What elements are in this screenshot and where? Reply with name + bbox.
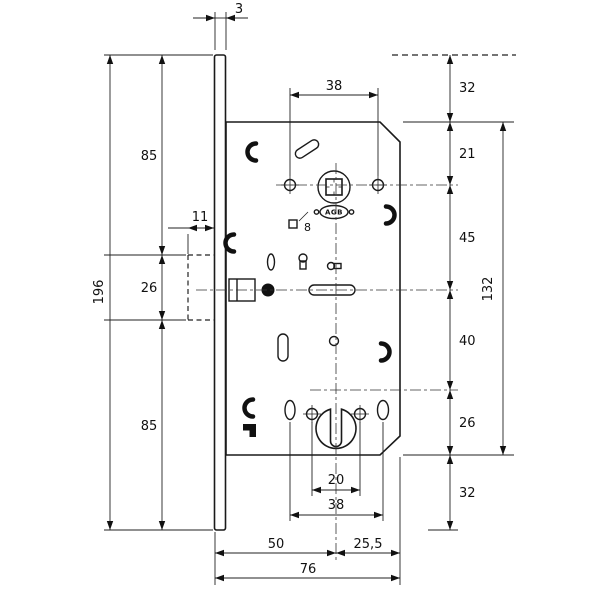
- d-cutout-top-left: [245, 141, 259, 163]
- lock-body-outline: [225, 121, 401, 456]
- dim-label-handle-spacing-top: 38: [326, 79, 343, 94]
- latch-bolt: [228, 278, 356, 302]
- dimension-lines: [106, 14, 507, 582]
- brand-label: AGB: [325, 209, 343, 217]
- strike-plate-dashed-outline: [187, 254, 214, 321]
- dim-label-backset: 50: [268, 537, 285, 552]
- d-cutout-mid-right: [378, 341, 392, 363]
- d-cutout-upper-right: [383, 204, 397, 226]
- dim-label-right-span-132: 132: [481, 277, 496, 302]
- dim-label-cyl-screw-spacing: 20: [328, 473, 345, 488]
- centerlines: [196, 163, 458, 560]
- dim-label-faceplate-thickness: 3: [235, 2, 243, 17]
- dim-label-follower: 8: [304, 221, 311, 234]
- dim-label-depth-total: 76: [300, 562, 317, 577]
- d-shaped-cutouts: [223, 141, 397, 419]
- dim-label-right-40: 40: [459, 334, 476, 349]
- dim-label-left-85-top: 85: [141, 149, 158, 164]
- dim-label-strike-offset: 11: [192, 210, 209, 225]
- d-cutout-left-edge: [223, 232, 237, 254]
- hook-cutout: [243, 424, 256, 437]
- dim-label-right-26: 26: [459, 416, 476, 431]
- dim-label-right-45: 45: [459, 231, 476, 246]
- lower-cutouts: [243, 333, 390, 437]
- extension-lines: [104, 12, 514, 585]
- dim-label-cyl-edge: 25,5: [354, 537, 383, 552]
- dim-label-right-32-top: 32: [459, 81, 476, 96]
- dim-label-left-26: 26: [141, 281, 158, 296]
- euro-cylinder-hole: [303, 405, 369, 450]
- dim-label-right-32-bottom: 32: [459, 486, 476, 501]
- dim-label-bottom-spacing: 38: [328, 498, 345, 513]
- dim-label-left-span-196: 196: [92, 280, 107, 305]
- faceplate: [213, 54, 227, 531]
- angled-slot-cutout: [294, 139, 320, 159]
- brand-stamp: AGB: [313, 204, 355, 220]
- dimension-labels: 3 38 32 21 45 40 26 32 132 85 26 85 196 …: [92, 2, 496, 577]
- dim-label-left-85-bottom: 85: [141, 419, 158, 434]
- d-cutout-bottom-left: [242, 397, 256, 419]
- dim-label-right-21: 21: [459, 147, 476, 162]
- small-cutouts-center: [266, 253, 342, 271]
- follower-size-reference: 8: [288, 211, 311, 234]
- spindle-follower: [317, 170, 351, 204]
